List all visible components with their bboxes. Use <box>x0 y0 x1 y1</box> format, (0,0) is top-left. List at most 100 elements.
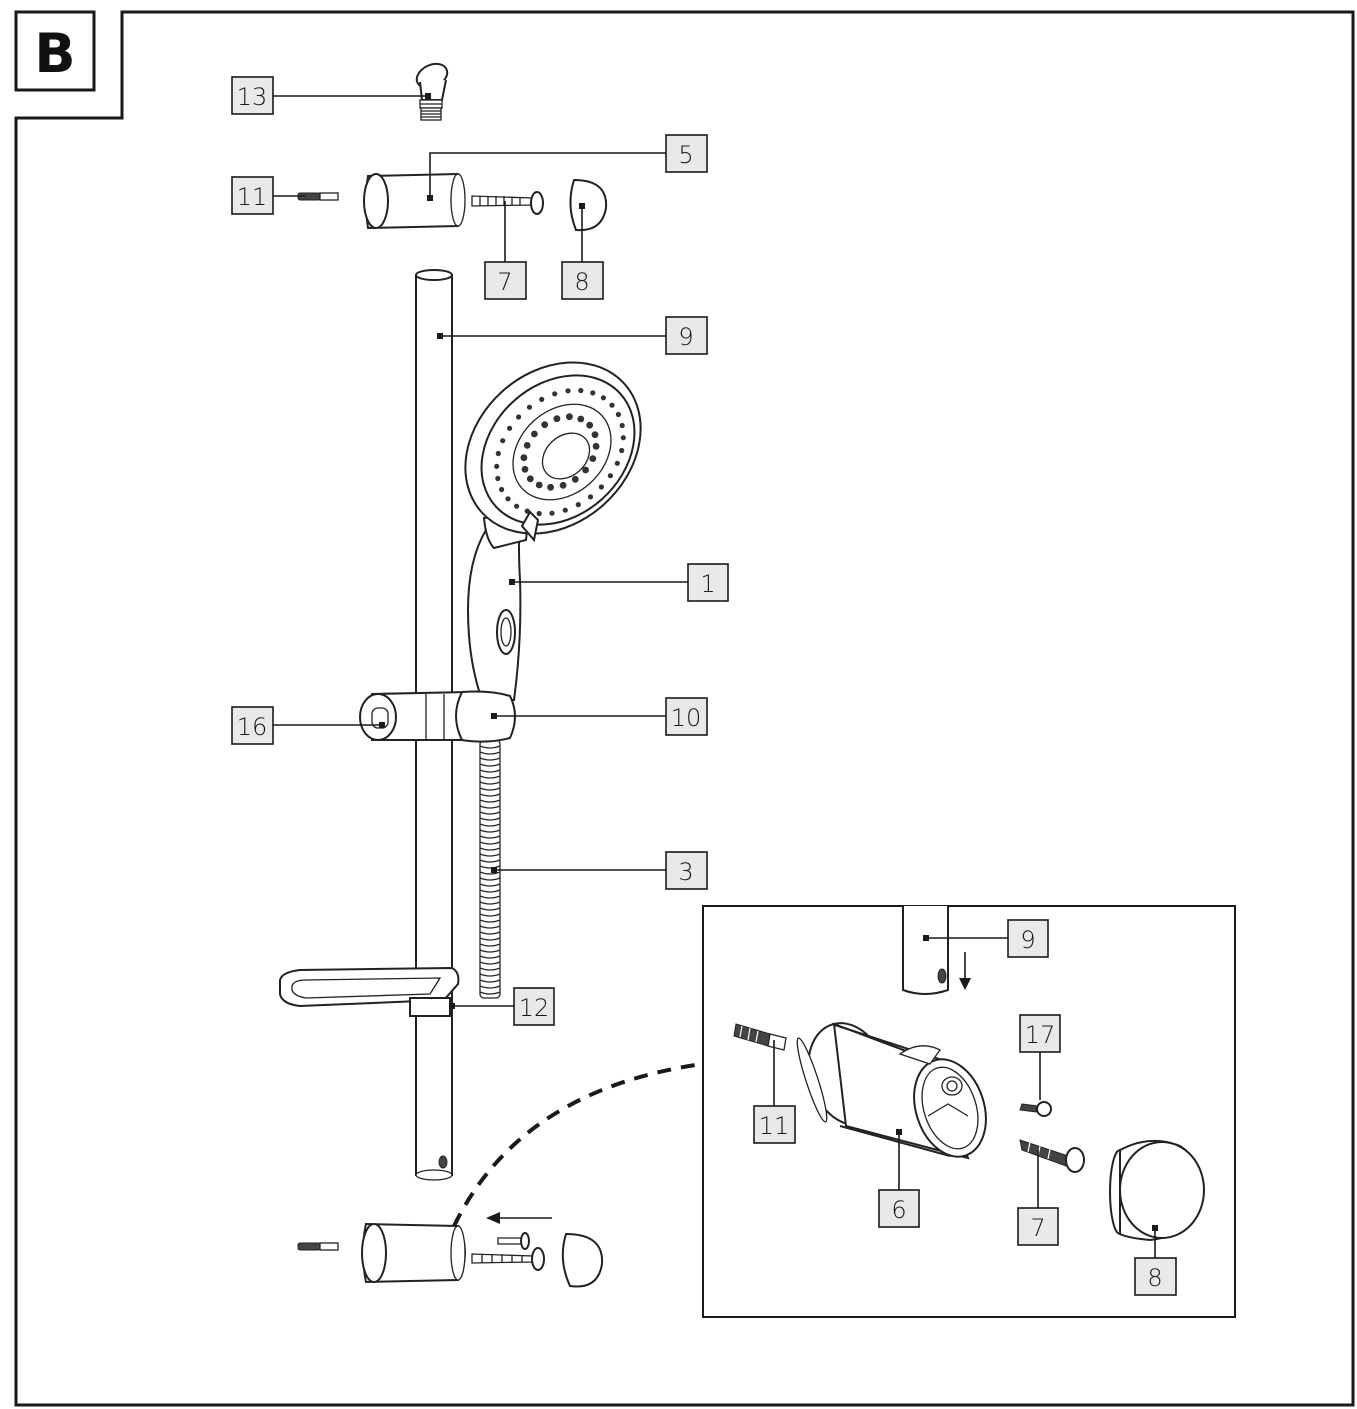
svg-text:10: 10 <box>671 704 702 732</box>
spray-nozzle <box>559 481 567 489</box>
spray-nozzle <box>619 447 625 454</box>
part-label-3: 3 <box>665 851 708 890</box>
svg-text:11: 11 <box>759 1112 790 1140</box>
spray-nozzle <box>587 494 594 500</box>
height-slider-drawing <box>359 690 516 743</box>
spray-nozzle <box>571 475 579 483</box>
detail-dowel-drawing <box>733 1023 787 1051</box>
top-wall-bracket-drawing <box>363 172 466 230</box>
spray-nozzle <box>589 455 597 462</box>
svg-text:1: 1 <box>700 570 715 598</box>
svg-text:3: 3 <box>678 858 693 886</box>
svg-text:7: 7 <box>497 268 512 296</box>
hose-elbow-drawing <box>415 62 449 121</box>
detail-callout-dashed-line <box>452 1062 703 1227</box>
spray-nozzle <box>520 454 528 462</box>
spray-nozzle <box>494 463 500 469</box>
hand-shower-drawing <box>464 361 642 701</box>
svg-text:7: 7 <box>1030 1214 1045 1242</box>
spray-nozzle <box>526 404 533 410</box>
cover-cap-drawing <box>569 178 608 232</box>
part-label-7: 7 <box>484 261 527 300</box>
spray-nozzle <box>524 508 530 514</box>
part-label-8: 8 <box>561 261 604 300</box>
soap-dish-drawing <box>279 966 460 1017</box>
spray-nozzle <box>535 481 543 489</box>
svg-text:12: 12 <box>519 994 550 1022</box>
svg-text:9: 9 <box>1020 926 1035 954</box>
diagram-frame <box>14 10 1355 1407</box>
svg-text:11: 11 <box>237 183 268 211</box>
part-label-11: 11 <box>231 176 274 215</box>
spray-nozzle <box>547 483 554 491</box>
detail-part-label-17: 17 <box>1019 1014 1061 1053</box>
spray-nozzle <box>575 502 581 508</box>
spray-nozzle <box>495 475 501 482</box>
spray-nozzle <box>521 465 529 473</box>
spray-nozzle <box>582 466 589 474</box>
spray-nozzle <box>620 435 626 441</box>
spray-nozzle <box>578 387 584 394</box>
detail-part-label-7: 7 <box>1017 1207 1059 1246</box>
spray-nozzle <box>500 438 506 444</box>
part-label-10: 10 <box>665 697 708 736</box>
svg-text:17: 17 <box>1025 1021 1056 1049</box>
spray-nozzle <box>499 486 505 493</box>
detail-part-label-9: 9 <box>1007 919 1049 958</box>
part-label-9: 9 <box>665 316 708 355</box>
spray-nozzle <box>514 503 520 509</box>
spray-nozzle <box>552 391 558 397</box>
spray-nozzle <box>536 510 542 517</box>
svg-text:8: 8 <box>574 268 589 296</box>
svg-text:8: 8 <box>1147 1264 1162 1292</box>
detail-wall-bracket-drawing <box>796 1022 987 1160</box>
section-letter: B <box>34 22 75 85</box>
spray-nozzle <box>590 390 596 396</box>
svg-text:6: 6 <box>891 1196 906 1224</box>
section-letter-box <box>14 10 96 92</box>
spray-nozzle <box>523 442 531 449</box>
part-label-13: 13 <box>231 76 274 115</box>
spray-nozzle <box>531 430 538 438</box>
spray-nozzle <box>615 411 622 418</box>
spray-nozzle <box>553 415 561 423</box>
spray-nozzle <box>539 396 545 402</box>
detail-small-screw-drawing <box>1019 1101 1052 1117</box>
detail-screw-drawing <box>1019 1139 1085 1173</box>
spray-nozzle <box>600 395 607 401</box>
spray-nozzle <box>505 496 511 502</box>
svg-text:5: 5 <box>678 141 693 169</box>
part-label-12: 12 <box>513 987 555 1026</box>
part-label-1: 1 <box>687 563 729 602</box>
bottom-wall-bracket-drawing <box>297 1212 604 1288</box>
svg-text:9: 9 <box>678 323 693 351</box>
spray-nozzle <box>607 473 614 479</box>
spray-nozzle <box>507 425 513 431</box>
detail-part-label-8: 8 <box>1134 1257 1177 1296</box>
spray-nozzle <box>586 421 594 429</box>
spray-nozzle <box>577 415 585 423</box>
spray-nozzle <box>516 414 522 420</box>
detail-inset-box <box>702 905 1236 1318</box>
svg-text:16: 16 <box>237 713 268 741</box>
spray-nozzle <box>549 510 555 516</box>
detail-part-label-11: 11 <box>753 1105 796 1144</box>
spray-nozzle <box>566 413 573 421</box>
detail-part-label-6: 6 <box>878 1189 920 1228</box>
shower-hose-drawing <box>479 739 501 999</box>
svg-text:13: 13 <box>237 83 268 111</box>
spray-nozzle <box>598 484 605 490</box>
spray-nozzle <box>614 460 620 466</box>
spray-nozzle <box>565 388 571 394</box>
detail-cover-cap-drawing <box>1109 1139 1205 1242</box>
detail-rail-end-drawing <box>902 906 971 995</box>
spray-nozzle <box>562 507 568 513</box>
spray-nozzle <box>541 421 549 429</box>
part-label-5: 5 <box>665 134 708 173</box>
part-label-16: 16 <box>231 706 274 745</box>
spray-nozzle <box>619 422 625 429</box>
spray-nozzle <box>609 402 615 408</box>
spray-nozzle <box>592 442 600 450</box>
spray-nozzle <box>591 431 599 439</box>
